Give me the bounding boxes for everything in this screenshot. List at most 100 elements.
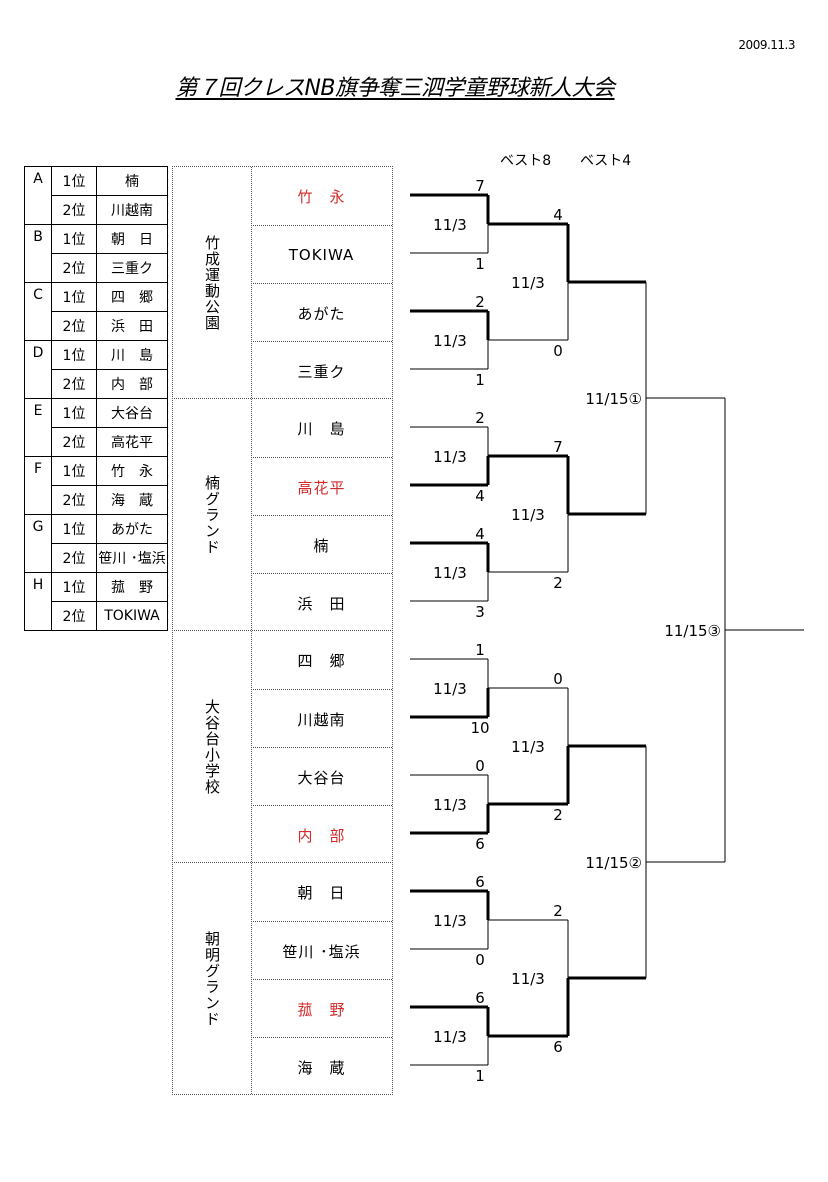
match-score: 1	[475, 371, 485, 389]
match-score: 6	[475, 873, 485, 891]
header-best8: ベスト8	[500, 153, 552, 169]
bracket-team: 竹 永	[297, 187, 346, 206]
match-score: 6	[553, 1038, 563, 1056]
page-title: 第７回クレスNB旗争奪三泗学童野球新人大会	[175, 76, 615, 101]
table-row: 2位浜 田	[25, 311, 168, 341]
match-date: 11/3	[511, 274, 545, 292]
bracket-team: 高花平	[251, 457, 392, 516]
group-team: 楠	[96, 166, 168, 196]
match-date: 11/3	[511, 738, 545, 756]
bracket-team: 浜 田	[251, 573, 392, 632]
venue-block: 大谷台小学校四 郷川越南大谷台内 部	[172, 630, 393, 863]
group-team: 海 蔵	[96, 485, 168, 515]
group-team: 菰 野	[96, 572, 168, 602]
venue-name: 朝明グランド	[203, 930, 221, 1027]
venue-name: 楠グランド	[203, 474, 221, 555]
group-rank: 1位	[51, 456, 97, 486]
group-team: 朝 日	[96, 224, 168, 254]
venue-name: 大谷台小学校	[203, 698, 221, 795]
match-date: 11/3	[433, 1028, 467, 1046]
group-team: 竹 永	[96, 456, 168, 486]
bracket-team: 大谷台	[251, 747, 392, 806]
match-score: 0	[475, 951, 485, 969]
group-team: 川 島	[96, 340, 168, 370]
venue-block: 朝明グランド 朝 日笹川 ･塩浜菰 野海 蔵	[172, 862, 393, 1095]
group-team: 川越南	[96, 195, 168, 225]
bracket-team: 海 蔵	[251, 1037, 392, 1096]
match-score: 2	[475, 409, 485, 427]
group-team: 笹川 ･塩浜	[96, 543, 168, 573]
match-score: 10	[470, 719, 489, 737]
bracket-team: 川 島	[297, 419, 346, 438]
group-rank: 1位	[51, 398, 97, 428]
match-date: 11/3	[433, 912, 467, 930]
header-best4: ベスト4	[580, 153, 632, 169]
match-date: 11/3	[433, 564, 467, 582]
match-score: 7	[475, 177, 485, 195]
match-date: 11/3	[433, 680, 467, 698]
document-date: 2009.11.3	[738, 38, 795, 52]
venue-block: 楠グランド 川 島高花平楠浜 田	[172, 398, 393, 631]
bracket-team: あがた	[251, 283, 392, 342]
match-score: 6	[475, 989, 485, 1007]
match-score: 4	[553, 206, 563, 224]
bracket-team: 菰 野	[251, 979, 392, 1038]
match-score: 1	[475, 641, 485, 659]
table-row: 2位高花平	[25, 427, 168, 457]
bracket-team: 楠	[251, 515, 392, 574]
match-score: 2	[553, 806, 563, 824]
group-rank: 2位	[51, 427, 97, 457]
bracket-team: 笹川 ･塩浜	[251, 921, 392, 980]
match-date: 11/3	[433, 332, 467, 350]
match-score: 2	[475, 293, 485, 311]
match-date: 11/15①	[585, 390, 642, 408]
venue-label-cell: 大谷台小学校	[173, 631, 252, 862]
group-team: 内 部	[96, 369, 168, 399]
bracket-team: 四 郷	[297, 651, 346, 670]
venue-label-cell: 朝明グランド	[173, 863, 252, 1094]
match-date: 11/15②	[585, 854, 642, 872]
match-score: 3	[475, 603, 485, 621]
table-row: 2位川越南	[25, 195, 168, 225]
match-score: 1	[475, 1067, 485, 1085]
match-score: 0	[553, 670, 563, 688]
bracket-team: TOKIWA	[251, 225, 392, 284]
match-score: 6	[475, 835, 485, 853]
group-team: 大谷台	[96, 398, 168, 428]
venue-name: 竹成運動公園	[203, 234, 221, 331]
match-score: 0	[553, 342, 563, 360]
group-rank: 1位	[51, 282, 97, 312]
group-letter: F	[24, 456, 52, 515]
match-date: 11/3	[433, 216, 467, 234]
match-date: 11/3	[511, 970, 545, 988]
match-date: 11/3	[433, 796, 467, 814]
match-score: 2	[553, 902, 563, 920]
bracket-team: 朝 日	[297, 883, 346, 902]
group-rank: 2位	[51, 253, 97, 283]
match-date: 11/15③	[664, 622, 721, 640]
table-row: 2位内 部	[25, 369, 168, 399]
group-letter: G	[24, 514, 52, 573]
group-rank: 2位	[51, 195, 97, 225]
match-date: 11/3	[433, 448, 467, 466]
table-row: 2位海 蔵	[25, 485, 168, 515]
match-score: 7	[553, 438, 563, 456]
match-score: 4	[475, 487, 485, 505]
bracket-team: 川越南	[251, 689, 392, 748]
group-rank: 1位	[51, 340, 97, 370]
match-date: 11/3	[511, 506, 545, 524]
match-score: 1	[475, 255, 485, 273]
venue-label-cell: 楠グランド	[173, 399, 252, 630]
bracket-team: 三重ク	[251, 341, 392, 400]
match-score: 4	[475, 525, 485, 543]
match-score: 0	[475, 757, 485, 775]
